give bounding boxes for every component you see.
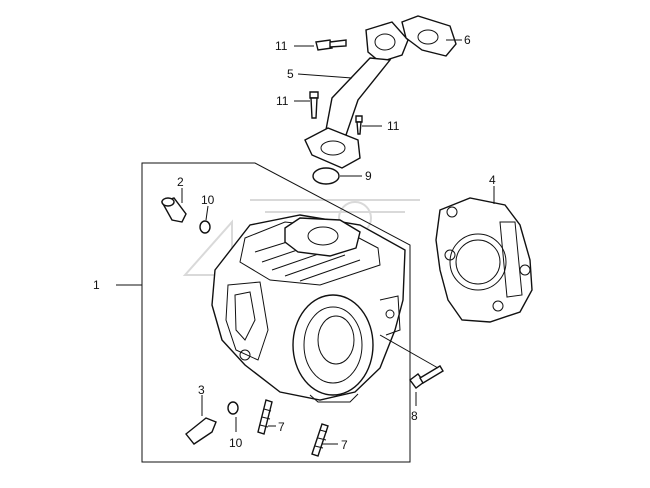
part-11-bolt-a (294, 39, 347, 51)
part-10-washer-upper (199, 205, 211, 234)
part-10-washer-lower (227, 401, 239, 432)
label-8: 8 (411, 409, 418, 423)
part-9-o-ring (312, 167, 362, 185)
part-2-fitting (160, 188, 187, 223)
part-6-insulator (401, 15, 462, 57)
label-5: 5 (287, 67, 294, 81)
part-5-intake-pipe (297, 21, 409, 169)
label-7b: 7 (341, 438, 348, 452)
part-7-stud-a (257, 399, 276, 435)
part-1-outline (116, 162, 411, 463)
label-3: 3 (198, 383, 205, 397)
label-2: 2 (177, 175, 184, 189)
label-6: 6 (464, 33, 471, 47)
label-10a: 10 (201, 193, 215, 207)
cylinder-head (211, 214, 406, 403)
label-11a: 11 (275, 39, 288, 53)
part-7-stud-b (311, 423, 338, 457)
part-4-head-gasket (435, 186, 533, 323)
label-11c: 11 (387, 119, 400, 133)
label-4: 4 (489, 173, 496, 187)
label-7a: 7 (278, 420, 285, 434)
label-11b: 11 (276, 94, 289, 108)
label-10b: 10 (229, 436, 243, 450)
part-8-bolt (379, 334, 444, 406)
label-9: 9 (365, 169, 372, 183)
part-11-bolt-c (355, 115, 382, 135)
label-1: 1 (93, 278, 100, 292)
part-3-fitting (185, 395, 217, 445)
part-11-bolt-b (294, 91, 319, 119)
